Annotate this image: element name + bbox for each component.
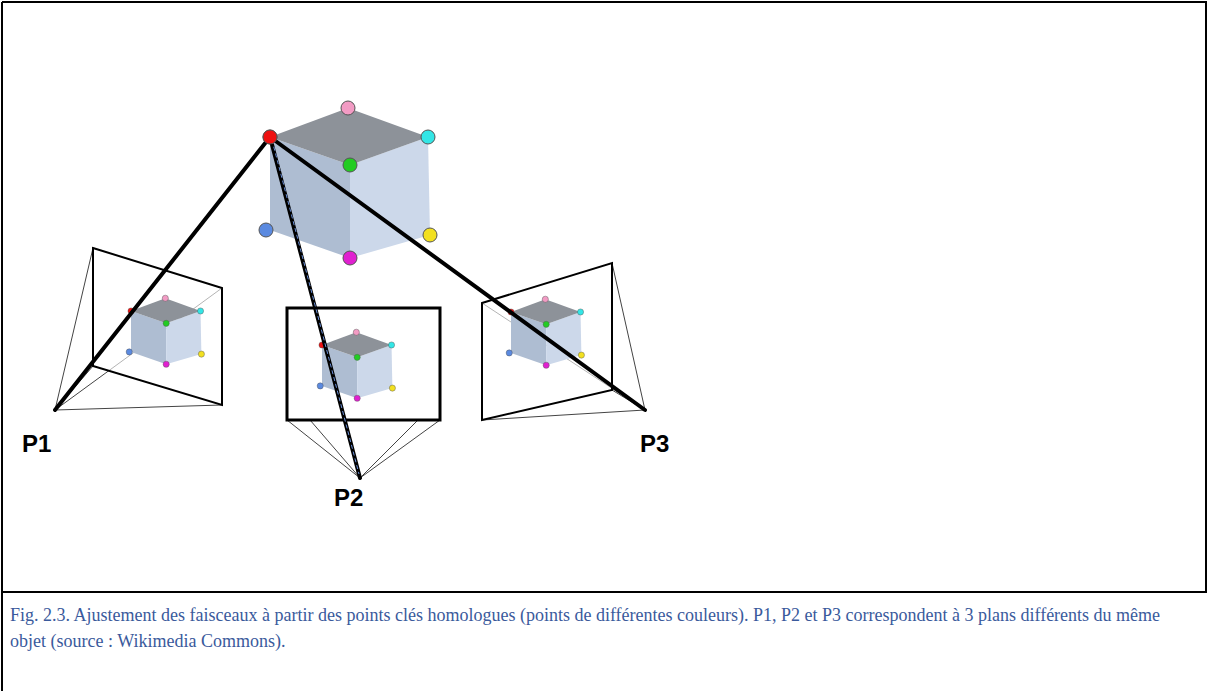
camera-p3 [482, 263, 645, 420]
camera-p1 [55, 248, 222, 410]
camera-label: P2 [334, 486, 363, 510]
projection-rays [55, 137, 645, 478]
camera-label: P1 [22, 432, 51, 456]
camera-p2 [287, 308, 440, 478]
figure-caption: Fig. 2.3. Ajustement des faisceaux à par… [10, 602, 1195, 654]
camera-label: P3 [640, 432, 669, 456]
